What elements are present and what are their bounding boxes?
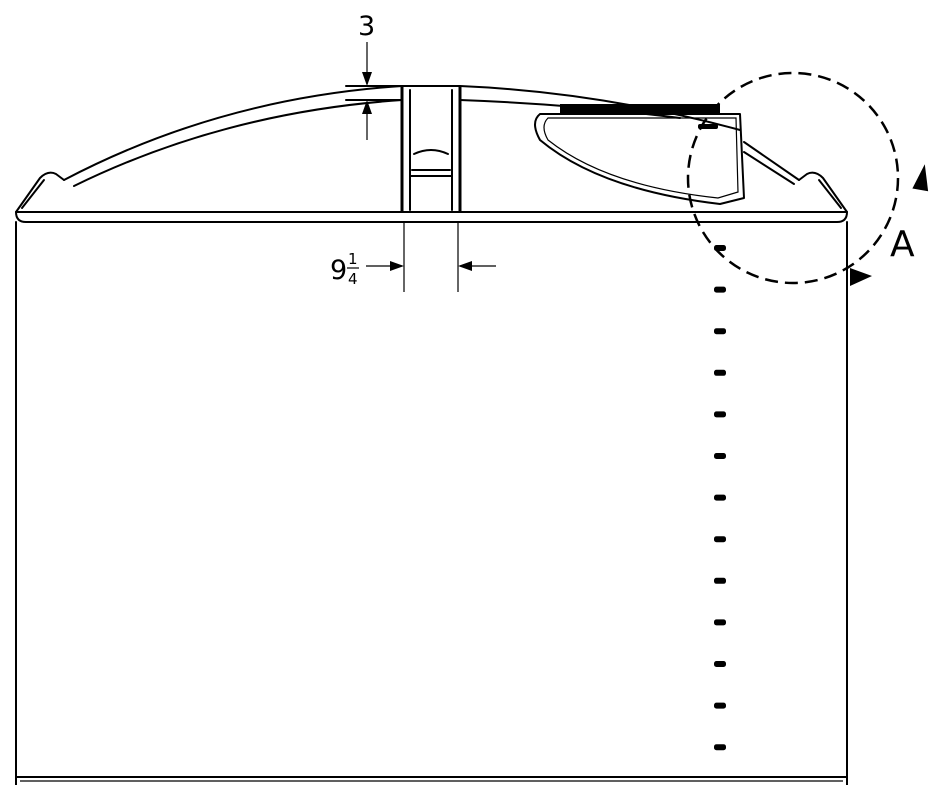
level-mark [714,494,726,501]
level-mark [714,619,726,626]
level-mark [714,661,726,667]
level-mark [714,744,726,751]
detail-label: A [890,224,915,265]
level-marks [714,245,726,751]
slot-width-frac-den: 4 [348,270,358,288]
level-mark [714,702,726,709]
dimension-thickness: 3 [346,11,380,140]
dimension-slot-width: 9 1 4 [330,222,496,292]
level-mark [714,536,726,543]
level-mark [714,453,726,459]
tank-body [15,211,848,785]
detail-callout-a: A [686,71,929,286]
level-mark [714,577,726,584]
level-mark [714,369,726,376]
lid-assembly [534,104,745,205]
level-mark [714,411,726,418]
slot-width-frac-num: 1 [348,250,358,268]
slot-width-whole: 9 [330,255,347,286]
level-mark [714,328,726,335]
level-mark [714,286,726,293]
thickness-label: 3 [358,11,375,42]
center-slot [345,85,462,212]
